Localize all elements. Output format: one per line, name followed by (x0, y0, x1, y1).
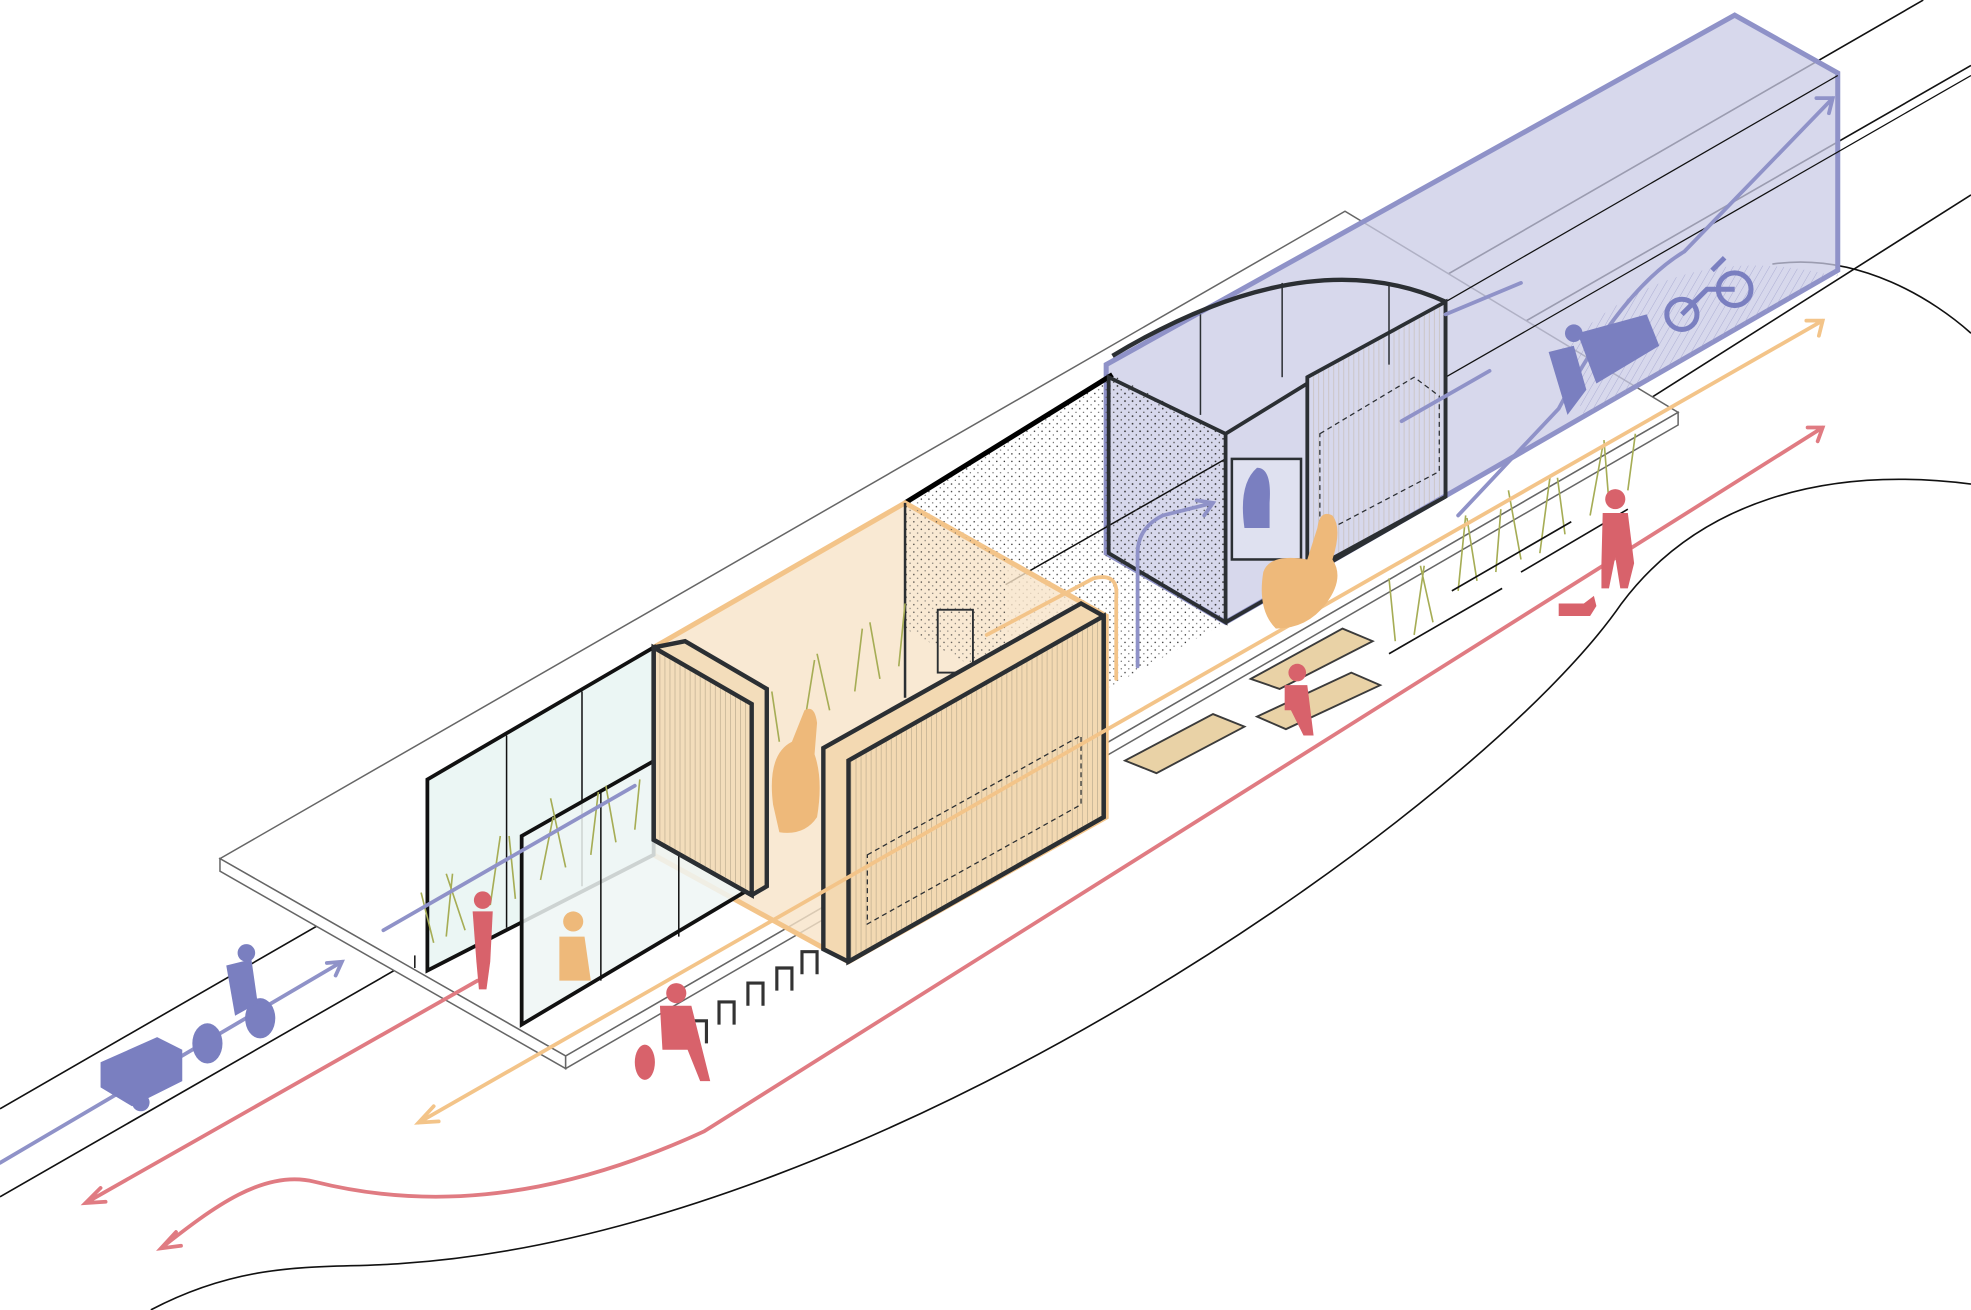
cycle-flow-arrow (1135, 498, 1217, 669)
seated-person-kiosk-figure (1242, 467, 1270, 529)
bench (1248, 627, 1375, 690)
planting (420, 433, 1637, 944)
wheelchair-user-figure (771, 513, 1338, 833)
accessible-flow-arrow (984, 575, 1119, 681)
timber-panel-wall (651, 600, 1106, 966)
seated-person-figure (559, 911, 591, 981)
pedestrian-flow-arrow (156, 425, 1826, 1251)
accessible-flow-arrow (414, 318, 1826, 1125)
cyclist-figure (634, 983, 711, 1082)
cycle-flow-arrow (381, 783, 637, 933)
pedestrian-figures (472, 489, 1635, 1082)
person-walking-dog-figure (1558, 489, 1635, 617)
grass-clump (770, 603, 906, 742)
standing-person-figure (472, 891, 493, 990)
cycle-flow-arrow (1399, 281, 1523, 424)
benches (1122, 627, 1383, 775)
curb-curve (150, 478, 1971, 1310)
pedestrian-flow-arrow (80, 978, 480, 1206)
flow-arrows (0, 96, 1836, 1251)
cyclist-with-trailer-figure (100, 944, 276, 1112)
figures (100, 256, 1754, 1112)
bench (1122, 713, 1247, 775)
seated-bench-person-figure (1284, 663, 1314, 736)
bench (1254, 671, 1383, 731)
cargo-bike-figure (1548, 256, 1754, 415)
grass-clump (1388, 433, 1637, 642)
grass-clump (420, 779, 641, 944)
